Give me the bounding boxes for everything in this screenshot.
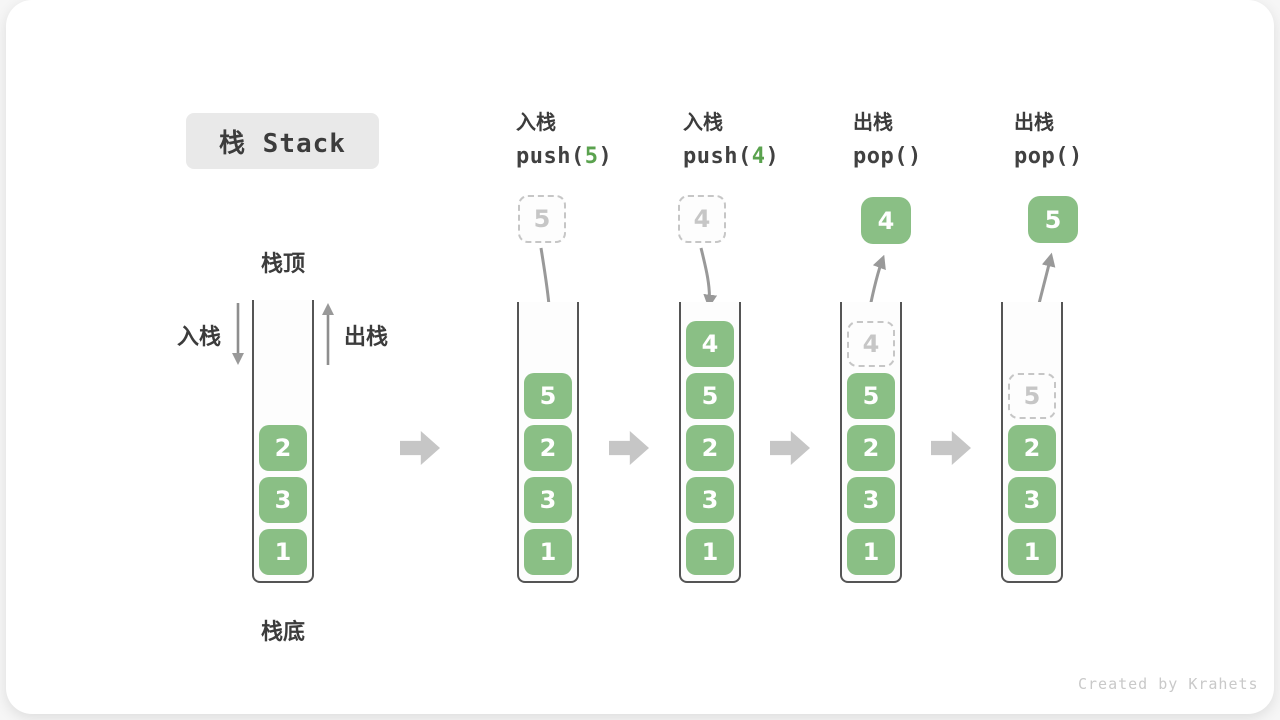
code-post: ) <box>598 144 613 169</box>
stack-block: 3 <box>847 477 895 523</box>
stack-ghost-block: 5 <box>1008 373 1056 419</box>
code-pre: push( <box>683 144 752 169</box>
op-name: 入栈 <box>516 110 556 134</box>
op-header-pop5: 出栈 pop() <box>1014 106 1083 169</box>
popped-value-box-5: 5 <box>1028 196 1078 243</box>
stack-block: 1 <box>847 529 895 575</box>
pop-side-label: 出栈 <box>344 325 389 350</box>
step-arrow-icon <box>400 431 440 465</box>
incoming-value-box-4: 4 <box>678 195 726 243</box>
stack-ghost-block: 4 <box>847 321 895 367</box>
popped-value-box-4: 4 <box>861 197 911 244</box>
op-header-push4: 入栈 push(4) <box>683 106 779 169</box>
title-box: 栈 Stack <box>186 113 379 169</box>
stack-block: 1 <box>686 529 734 575</box>
stack-block: 2 <box>1008 425 1056 471</box>
stack-block: 1 <box>259 529 307 575</box>
stack-bottom-label: 栈底 <box>260 620 305 645</box>
code-arg: 4 <box>751 144 766 169</box>
stack-block: 3 <box>524 477 572 523</box>
op-code: push(5) <box>516 144 612 169</box>
code-post: ) <box>907 144 922 169</box>
op-header-pop4: 出栈 pop() <box>853 106 922 169</box>
stack-block: 3 <box>1008 477 1056 523</box>
stack-block: 3 <box>259 477 307 523</box>
op-code: pop() <box>853 144 922 169</box>
step-arrow-icon <box>770 431 810 465</box>
stack-block: 5 <box>686 373 734 419</box>
title-label: 栈 Stack <box>219 128 346 159</box>
code-post: ) <box>765 144 780 169</box>
code-pre: pop( <box>853 144 908 169</box>
stack-block: 1 <box>524 529 572 575</box>
stack-block: 2 <box>259 425 307 471</box>
op-code: push(4) <box>683 144 779 169</box>
op-name: 入栈 <box>683 110 723 134</box>
op-name: 出栈 <box>1014 110 1054 134</box>
op-header-push5: 入栈 push(5) <box>516 106 612 169</box>
step-arrow-icon <box>931 431 971 465</box>
op-name: 出栈 <box>853 110 893 134</box>
credit-text: Created by Krahets <box>1078 675 1259 693</box>
stack-block: 5 <box>847 373 895 419</box>
stack-block: 4 <box>686 321 734 367</box>
op-code: pop() <box>1014 144 1083 169</box>
push-side-label: 入栈 <box>177 325 222 350</box>
step-arrow-icon <box>609 431 649 465</box>
stack-top-label: 栈顶 <box>260 252 305 277</box>
stack-block: 1 <box>1008 529 1056 575</box>
push4-curved-arrow <box>699 247 718 309</box>
code-post: ) <box>1068 144 1083 169</box>
stack-block: 2 <box>847 425 895 471</box>
incoming-value-box-5: 5 <box>518 195 566 243</box>
stack-block: 5 <box>524 373 572 419</box>
code-pre: push( <box>516 144 585 169</box>
stack-block: 2 <box>524 425 572 471</box>
code-pre: pop( <box>1014 144 1069 169</box>
code-arg: 5 <box>584 144 599 169</box>
stack-block: 3 <box>686 477 734 523</box>
stack-block: 2 <box>686 425 734 471</box>
